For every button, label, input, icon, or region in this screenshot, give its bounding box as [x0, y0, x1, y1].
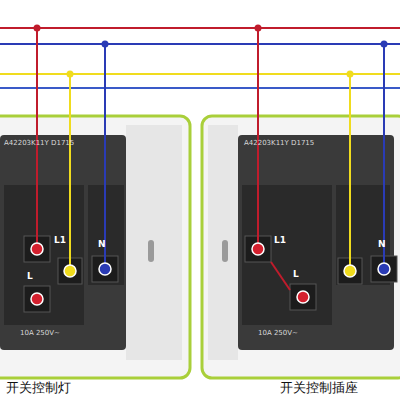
screw-slot: [148, 240, 154, 262]
neutral-wire: [0, 43, 400, 45]
terminal-dot: [64, 265, 76, 277]
plate: [126, 125, 182, 360]
rating-text: 10A 250V~: [20, 330, 60, 338]
terminal-block: [336, 185, 390, 285]
switch-body: [0, 135, 126, 350]
neutral-drop: [104, 44, 106, 269]
junction-dot: [381, 41, 388, 48]
terminal: [290, 284, 316, 310]
right-panel-frame: [202, 116, 400, 378]
terminal-label: L1: [54, 236, 66, 246]
terminal-dot: [31, 243, 43, 255]
caption: 开关控制插座: [280, 381, 358, 395]
terminal-dot: [378, 263, 390, 275]
terminal: [24, 286, 50, 312]
terminal-label: N: [378, 240, 386, 250]
left-panel-frame: [0, 116, 190, 378]
terminal-dot: [31, 293, 43, 305]
earth-drop: [349, 74, 351, 271]
earth-wire: [0, 73, 400, 75]
live-drop: [36, 28, 38, 249]
earth-drop: [69, 74, 71, 271]
terminal-dot: [297, 291, 309, 303]
neutral-drop: [383, 44, 385, 269]
terminal-label: L: [27, 272, 33, 282]
terminal-label: N: [98, 240, 106, 250]
screw-slot: [222, 240, 228, 262]
neutral-wire: [0, 87, 400, 89]
live-wire: [0, 27, 400, 29]
junction-dot: [255, 25, 262, 32]
terminal-dot: [99, 263, 111, 275]
terminal-label: L1: [274, 236, 286, 246]
jumper-wire: [271, 262, 290, 290]
switch-body: [238, 135, 394, 350]
model-number: A42203K11Y D1715: [4, 140, 74, 148]
terminal-block: [242, 185, 332, 325]
plate: [208, 125, 238, 360]
rating-text: 10A 250V~: [258, 330, 298, 338]
terminal-block: [4, 185, 84, 325]
model-number: A42203K11Y D1715: [244, 140, 314, 148]
terminal-dot: [252, 243, 264, 255]
junction-dot: [67, 71, 74, 78]
junction-dot: [347, 71, 354, 78]
junction-dot: [34, 25, 41, 32]
caption: 开关控制灯: [6, 381, 71, 395]
junction-dot: [102, 41, 109, 48]
terminal-dot: [344, 265, 356, 277]
terminal-label: L: [293, 270, 299, 280]
live-drop: [257, 28, 259, 249]
